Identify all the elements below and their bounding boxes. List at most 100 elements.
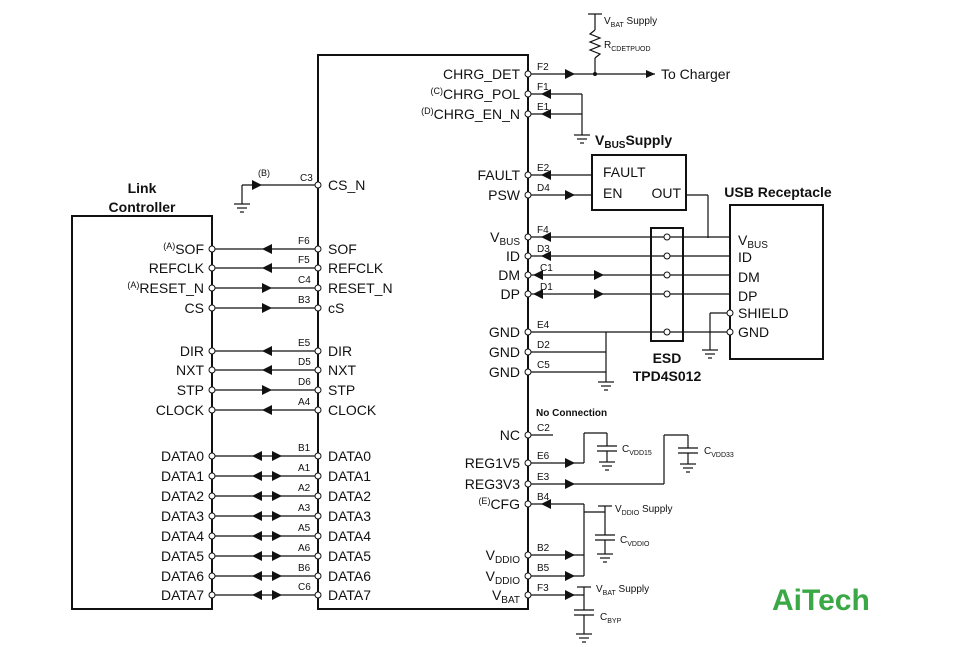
chip-left-pin-label: NXT <box>328 362 356 378</box>
esd-label: ESD <box>653 350 682 366</box>
esd-part: TPD4S012 <box>633 368 702 384</box>
link-controller-title-line1: Link <box>128 180 157 196</box>
chip-pin-gnd-2: GND <box>489 344 520 360</box>
chip-left-pin-label: DATA2 <box>328 488 371 504</box>
dm-ball: C1 <box>540 263 553 274</box>
reg1v5-ball: E6 <box>537 451 550 462</box>
chip-pin-chrg-pol: (C)CHRG_POL <box>430 86 520 102</box>
chip-pin-dp: DP <box>501 286 520 302</box>
chip-left-ball: C4 <box>298 275 311 286</box>
chip-left-pin-row: E5 DIR <box>208 338 352 359</box>
fault-ball: E2 <box>537 163 550 174</box>
c-byp-label: CBYP <box>600 612 622 625</box>
vddio2-ball: B5 <box>537 563 550 574</box>
lc-pin-stp: STP <box>177 382 204 398</box>
chip-left-pin-row: D5 NXT <box>208 357 356 378</box>
chip-left-pin-label: SOF <box>328 241 357 257</box>
lc-pin-refclk: REFCLK <box>149 260 205 276</box>
chip-left-pin-row: B3 cS <box>208 295 344 316</box>
chip-left-pin-label: DATA7 <box>328 587 371 603</box>
lc-pin-sof: (A)SOF <box>163 241 204 257</box>
to-charger-label: To Charger <box>661 66 731 82</box>
usb-gnd: GND <box>738 324 769 340</box>
chip-left-ball: B3 <box>298 295 311 306</box>
chip-left-ball: A3 <box>298 503 311 514</box>
chip-pin-psw: PSW <box>488 187 521 203</box>
chip-left-pin-label: DATA1 <box>328 468 371 484</box>
c-vdd33-label: CVDD33 <box>704 446 734 459</box>
chip-left-ball: D6 <box>298 377 311 388</box>
lc-reset-note: (A) <box>127 280 139 290</box>
chip-left-pin-label: DATA6 <box>328 568 371 584</box>
chip-pin-vddio-2: VDDIO <box>486 568 521 587</box>
esd-box <box>650 227 684 342</box>
lc-data-label: DATA7 <box>161 587 204 603</box>
chip-left-pin-row: F5 REFCLK <box>208 255 384 276</box>
chip-left-pin-label: DIR <box>328 343 352 359</box>
chip-pin-vddio-1: VDDIO <box>486 547 521 566</box>
cs-ball: C3 <box>300 173 313 184</box>
chrg-det-ball: F2 <box>537 62 549 73</box>
lc-sof-label: SOF <box>175 241 204 257</box>
top-vbat-supply: VBAT Supply <box>604 16 657 29</box>
chip-left-pin-label: DATA5 <box>328 548 371 564</box>
psw-ball: D4 <box>537 183 550 194</box>
gnd1-ball: E4 <box>537 320 550 331</box>
chip-left-pins: F6 SOF F5 REFCLK C4 RESET_N B3 cS E5 DIR D5 NXT D6 ST… <box>208 236 393 603</box>
chip-left-pin-label: STP <box>328 382 355 398</box>
usb-shield: SHIELD <box>738 305 789 321</box>
chip-left-pin-row: A2 DATA2 <box>208 483 371 504</box>
lc-pin-cs: CS <box>185 300 204 316</box>
switch-en: EN <box>603 185 622 201</box>
chip-left-ball: A2 <box>298 483 311 494</box>
chip-left-ball: F6 <box>298 236 310 247</box>
chip-left-ball: A5 <box>298 523 311 534</box>
chip-pin-reg1v5: REG1V5 <box>465 455 520 471</box>
vbus-ball: F4 <box>537 225 549 236</box>
usb-dm: DM <box>738 269 760 285</box>
chip-left-ball: D5 <box>298 357 311 368</box>
lc-pin-reset: (A)RESET_N <box>127 280 204 296</box>
switch-out: OUT <box>651 185 681 201</box>
lc-pin-clock: CLOCK <box>156 402 205 418</box>
chip-left-pin-label: REFCLK <box>328 260 384 276</box>
chip-left-ball: E5 <box>298 338 311 349</box>
lc-pin-nxt: NXT <box>176 362 204 378</box>
gnd2-ball: D2 <box>537 340 550 351</box>
chip-left-ball: F5 <box>298 255 310 266</box>
chip-left-pin-row: A3 DATA3 <box>208 503 371 524</box>
vddio-supply-label: VDDIO Supply <box>615 504 673 517</box>
lc-data-label: DATA1 <box>161 468 204 484</box>
chip-pin-cs-n: CS_N <box>328 177 365 193</box>
chrg-en-ball: E1 <box>537 102 550 113</box>
chip-pin-vbat: VBAT <box>492 587 520 606</box>
chip-left-pin-label: RESET_N <box>328 280 393 296</box>
lc-pin-dir: DIR <box>180 343 204 359</box>
cfg-ball: B4 <box>537 492 550 503</box>
chip-left-ball: A6 <box>298 543 311 554</box>
chip-pin-chrg-en: (D)CHRG_EN_N <box>421 106 520 122</box>
chip-left-pin-label: DATA0 <box>328 448 371 464</box>
switch-fault: FAULT <box>603 164 646 180</box>
chip-pin-chrg-det: CHRG_DET <box>443 66 520 82</box>
lc-data-label: DATA4 <box>161 528 204 544</box>
chip-left-ball: A1 <box>298 463 311 474</box>
chip-left-pin-row: A1 DATA1 <box>208 463 371 484</box>
lc-data-label: DATA5 <box>161 548 204 564</box>
reg3v3-ball: E3 <box>537 472 550 483</box>
chip-left-pin-row: D6 STP <box>208 377 355 398</box>
lc-data-label: DATA3 <box>161 508 204 524</box>
chip-left-pin-label: cS <box>328 300 344 316</box>
no-connection-label: No Connection <box>536 408 607 419</box>
resistor-label: RCDETPUOD <box>604 40 651 53</box>
chip-left-pin-label: DATA3 <box>328 508 371 524</box>
vbus-supply-label: VBUSSupply <box>595 132 672 151</box>
lc-data-label: DATA0 <box>161 448 204 464</box>
vbat-ball: F3 <box>537 583 549 594</box>
chip-pin-gnd-1: GND <box>489 324 520 340</box>
c-vdd15-label: CVDD15 <box>622 444 652 457</box>
